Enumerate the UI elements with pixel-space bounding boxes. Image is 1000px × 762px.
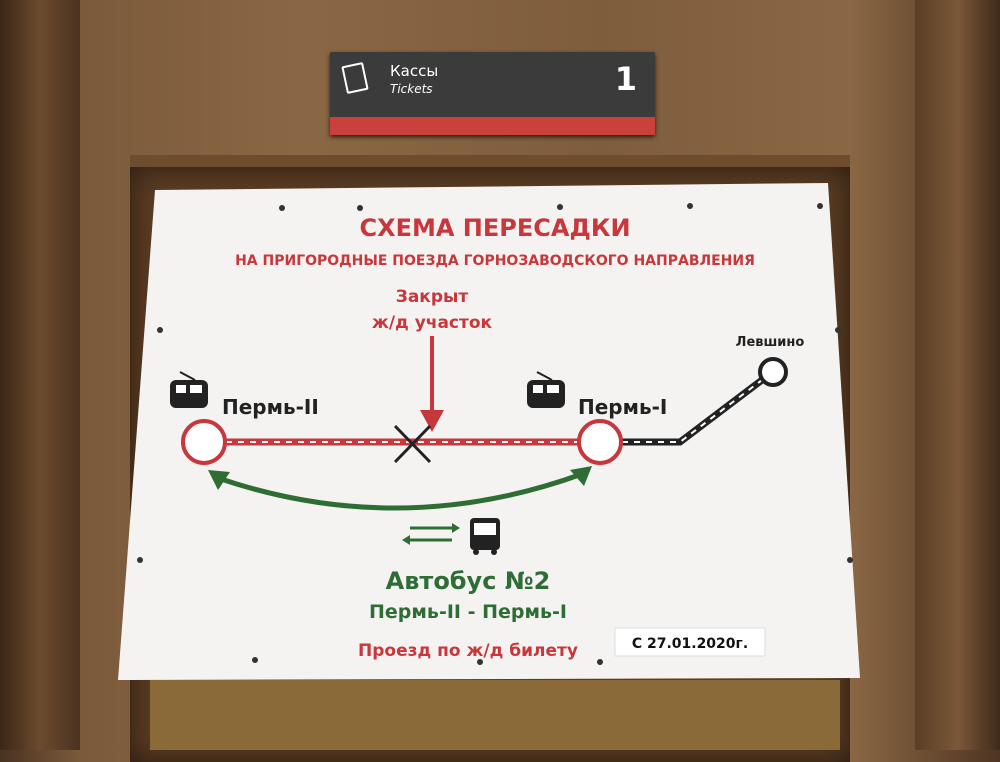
sign-title-ru: Кассы	[390, 62, 439, 80]
station-levshino-marker	[758, 357, 788, 387]
closed-section-cross-icon	[393, 424, 432, 464]
ticket-office-sign: Кассы Tickets 1	[330, 52, 655, 135]
sign-stripe	[330, 117, 655, 135]
closed-arrow	[420, 336, 444, 432]
rail-line-open	[622, 377, 765, 446]
banner-sheet	[118, 183, 860, 680]
door	[150, 680, 840, 750]
grommets	[137, 203, 853, 665]
bus-transfer-arrow	[208, 466, 592, 511]
train-icon-perm1	[527, 371, 565, 408]
station-levshino-label: Левшино	[736, 335, 805, 350]
sign-number: 1	[614, 60, 637, 98]
date-label-box	[614, 627, 766, 657]
banner-title: СХЕМА ПЕРЕСАДКИ	[359, 214, 630, 242]
wood-pillar-left	[0, 0, 80, 750]
bus-icon	[470, 518, 500, 555]
closed-label-2: ж/д участок	[372, 313, 493, 333]
train-icon-perm2	[170, 371, 208, 408]
station-perm2-marker	[181, 419, 227, 465]
bus-route: Пермь-II - Пермь-I	[369, 601, 567, 623]
bidirectional-arrows-icon	[402, 523, 460, 545]
station-perm1-label: Пермь-I	[578, 395, 667, 419]
sign-title-en: Tickets	[390, 82, 433, 96]
date-note: С 27.01.2020г.	[632, 636, 748, 652]
station-perm1-marker	[577, 419, 623, 465]
wood-pillar-right	[915, 0, 1000, 750]
bus-title: Автобус №2	[386, 567, 551, 595]
station-perm2-label: Пермь-II	[222, 395, 319, 419]
banner-subtitle: НА ПРИГОРОДНЫЕ ПОЕЗДА ГОРНОЗАВОДСКОГО НА…	[235, 253, 755, 269]
closed-label-1: Закрыт	[396, 287, 469, 307]
fare-note: Проезд по ж/д билету	[358, 641, 578, 661]
